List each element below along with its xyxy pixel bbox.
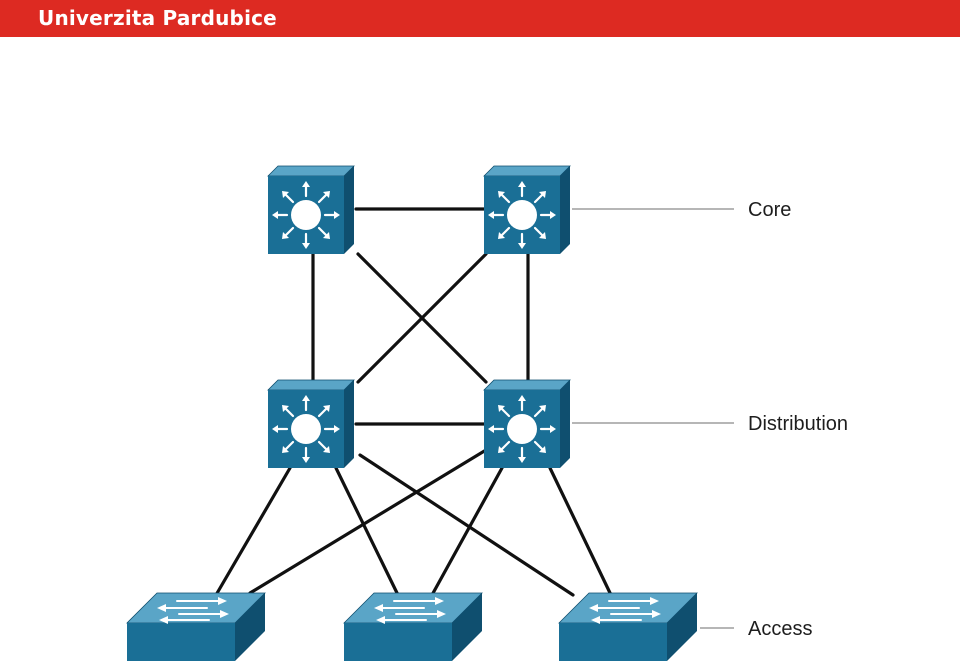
link-dist-1-access-3 bbox=[358, 453, 575, 597]
layer-label-access: Access bbox=[748, 618, 812, 640]
layer-label-core: Core bbox=[748, 199, 791, 221]
multilayer-switch-icon bbox=[266, 378, 356, 470]
multilayer-switch-icon bbox=[482, 378, 572, 470]
header-bar: Univerzita Pardubice bbox=[0, 0, 960, 37]
layer-label-distribution: Distribution bbox=[748, 413, 848, 435]
link-dist-2-access-3 bbox=[548, 466, 613, 597]
workgroup-switch-icon bbox=[558, 592, 698, 662]
leader-lines bbox=[572, 208, 734, 629]
link-dist-1-access-2 bbox=[334, 466, 400, 597]
workgroup-switch-icon bbox=[343, 592, 483, 662]
links-layer bbox=[214, 207, 613, 597]
link-dist-2-access-1 bbox=[248, 448, 488, 595]
link-dist-2-access-2 bbox=[430, 466, 504, 597]
multilayer-switch-icon bbox=[482, 164, 572, 256]
link-dist-1-access-1 bbox=[214, 466, 292, 597]
workgroup-switch-icon bbox=[126, 592, 266, 662]
link-core-2-dist-1 bbox=[356, 252, 488, 384]
nodes-layer bbox=[126, 164, 698, 662]
header-title: Univerzita Pardubice bbox=[38, 6, 277, 30]
multilayer-switch-icon bbox=[266, 164, 356, 256]
